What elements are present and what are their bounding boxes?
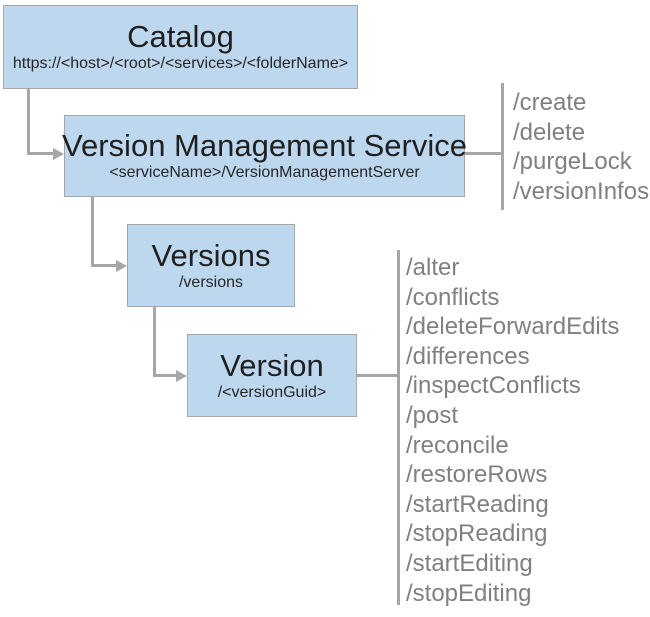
node-version: Version /<versionGuid> — [187, 334, 357, 417]
service-ops-divider-line — [501, 83, 504, 210]
op-item: /purgeLock — [513, 148, 632, 176]
catalog-url: https://<host>/<root>/<services>/<folder… — [12, 55, 349, 72]
version-path: /<versionGuid> — [217, 383, 327, 401]
op-item: /stopEditing — [406, 579, 532, 607]
arrowhead-into-version-icon — [176, 369, 187, 382]
op-item: /startReading — [406, 490, 549, 518]
connector-versions-to-version-vertical — [153, 307, 156, 377]
catalog-title: Catalog — [127, 19, 234, 54]
op-item: /create — [513, 89, 587, 116]
op-item: /restoreRows — [406, 461, 548, 489]
versions-title: Versions — [151, 237, 271, 273]
op-item: /alter — [406, 254, 460, 281]
versions-path: /versions — [178, 273, 244, 291]
service-path: <serviceName>/VersionManagementServer — [109, 164, 420, 181]
connector-catalog-to-service-horizontal — [27, 152, 54, 155]
op-item: /versionInfos — [513, 177, 650, 205]
node-version-management-service: Version Management Service <serviceName>… — [62, 115, 467, 197]
arrowhead-into-service-icon — [53, 147, 64, 160]
node-catalog: Catalog https://<host>/<root>/<services>… — [3, 5, 358, 89]
connector-service-to-ops — [465, 152, 502, 155]
connector-service-to-versions-vertical — [91, 197, 94, 267]
op-item: /inspectConflicts — [406, 372, 581, 400]
op-item: /deleteForwardEdits — [406, 313, 620, 341]
op-item: /delete — [513, 118, 586, 146]
service-title: Version Management Service — [62, 128, 467, 163]
op-item: /stopReading — [406, 520, 548, 548]
connector-catalog-to-service-vertical — [27, 89, 30, 155]
op-item: /conflicts — [406, 283, 500, 311]
op-item: /differences — [406, 342, 530, 370]
connector-service-to-versions-horizontal — [91, 264, 117, 267]
node-versions: Versions /versions — [127, 224, 295, 307]
version-operations-list: /alter /conflicts /deleteForwardEdits /d… — [406, 253, 619, 608]
service-operations-list: /create /delete /purgeLock /versionInfos — [513, 88, 649, 206]
version-title: Version — [220, 347, 324, 383]
op-item: /post — [406, 401, 459, 429]
version-ops-divider-line — [397, 250, 400, 605]
connector-version-to-ops — [357, 374, 398, 377]
connector-versions-to-version-horizontal — [153, 374, 177, 377]
op-item: /reconcile — [406, 431, 509, 459]
arrowhead-into-versions-icon — [116, 259, 127, 272]
op-item: /startEditing — [406, 549, 533, 577]
